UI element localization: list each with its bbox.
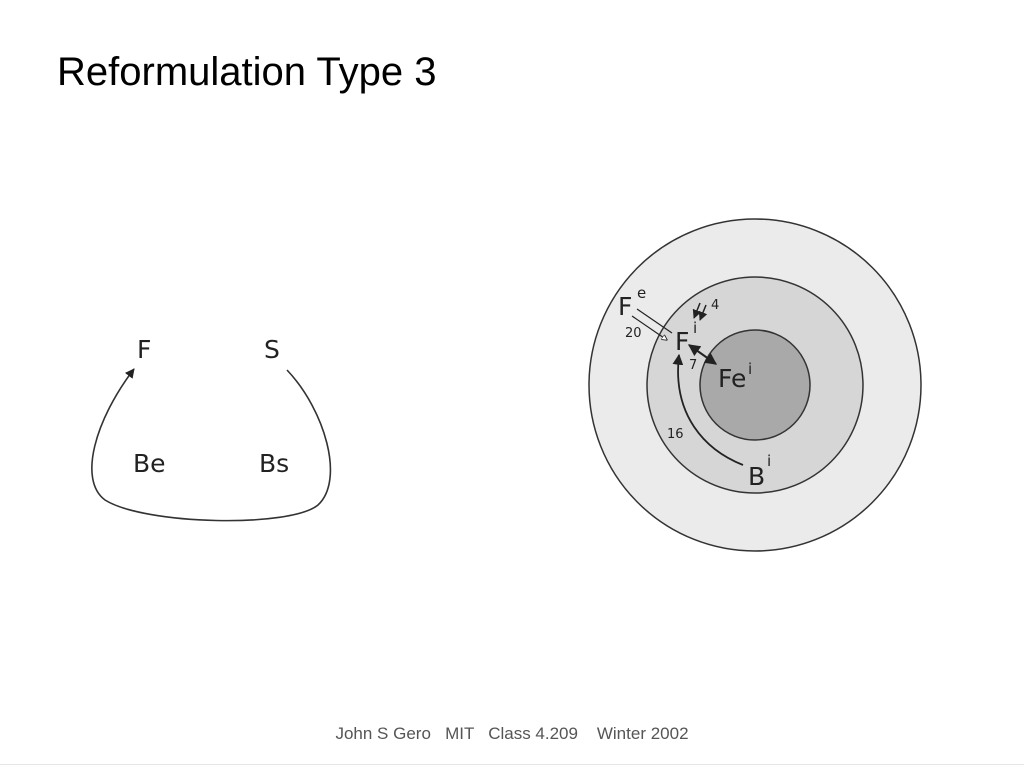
- label-fi-sup: i: [693, 319, 697, 337]
- slide-footer: John S Gero MIT Class 4.209 Winter 2002: [335, 724, 689, 743]
- node-bs: Bs: [259, 449, 289, 478]
- arrow-4: [692, 302, 708, 321]
- number-7: 7: [689, 358, 697, 373]
- loop-curve: [91, 368, 332, 522]
- slide-title: Reformulation Type 3: [57, 50, 437, 94]
- label-bi-sup: i: [767, 452, 771, 470]
- node-f: F: [137, 335, 151, 364]
- label-bi: B: [748, 462, 765, 491]
- fbs-loop-diagram: F S Be Bs: [91, 335, 332, 522]
- inner-ring: [699, 329, 811, 441]
- arrow-20: [631, 308, 673, 340]
- arrow-7: [688, 344, 717, 365]
- label-fe: F: [618, 292, 632, 321]
- number-16: 16: [667, 427, 684, 442]
- label-fi: F: [675, 327, 689, 356]
- bottom-divider: [0, 764, 1024, 765]
- label-fei: Fe: [718, 364, 746, 393]
- label-fe-sup: e: [637, 284, 646, 302]
- node-be: Be: [133, 449, 166, 478]
- node-s: S: [264, 335, 280, 364]
- number-20: 20: [625, 326, 642, 341]
- concentric-worlds-diagram: F e F i Fe i B i 20 4 7 16: [588, 218, 922, 552]
- arrow-16: [672, 353, 744, 466]
- label-fei-sup: i: [748, 360, 752, 378]
- number-4: 4: [711, 298, 719, 313]
